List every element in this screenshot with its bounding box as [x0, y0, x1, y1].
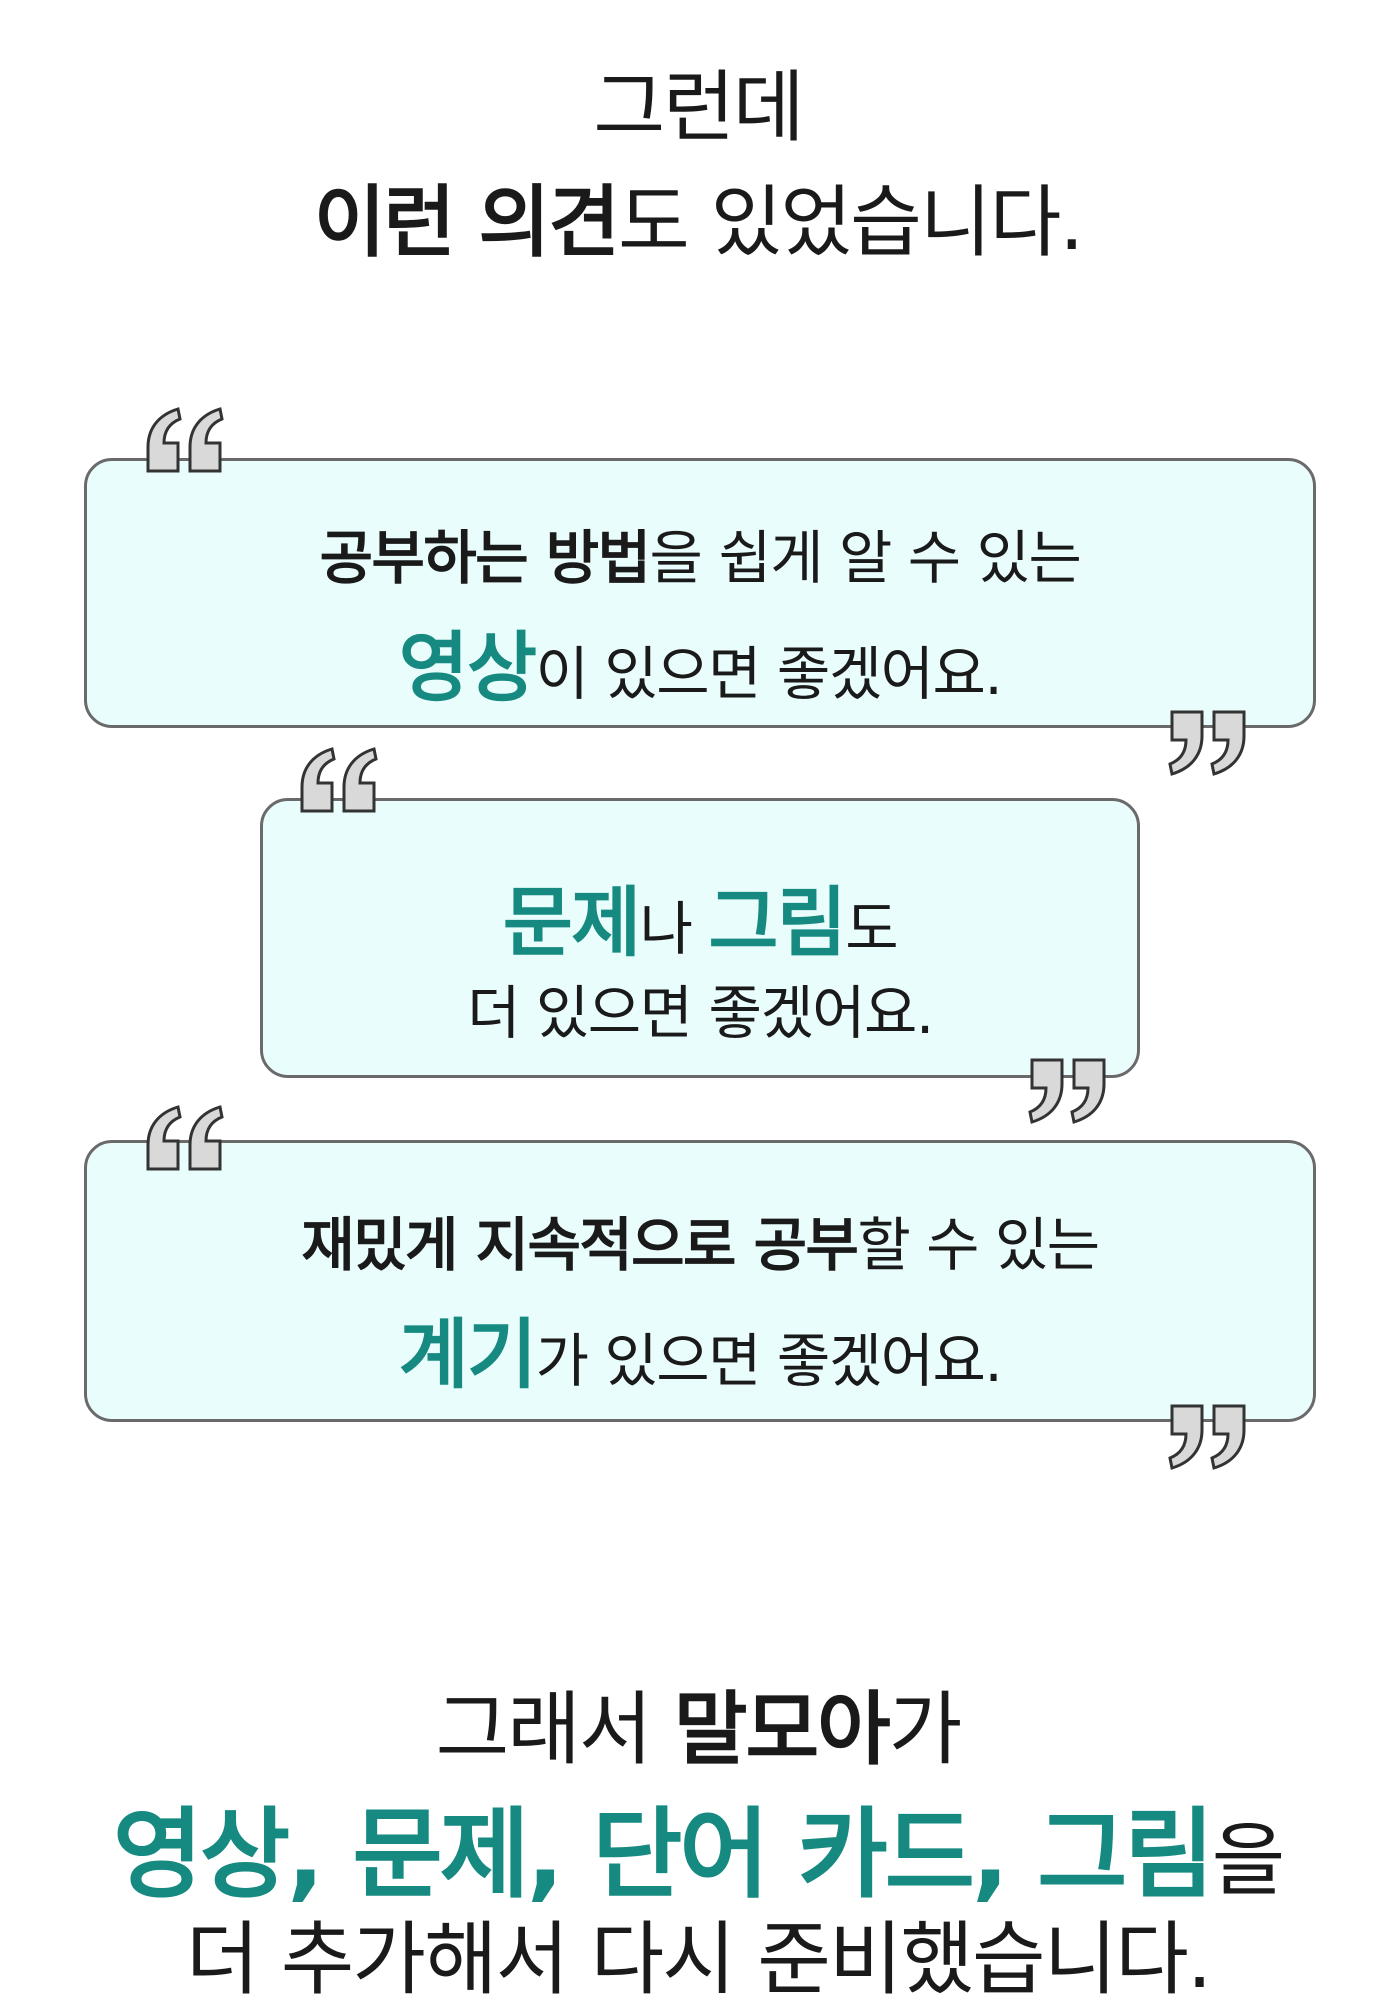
quote-3-teal: 계기 [398, 1310, 537, 1399]
close-quote-icon [1168, 710, 1246, 776]
close-quote-icon [1168, 1404, 1246, 1470]
open-quote-icon [146, 1105, 224, 1171]
quote-1-line-1: 공부하는 방법을 쉽게 알 수 있는 [87, 511, 1313, 595]
bottom-line-3-text: 더 추가해서 다시 준비했습니다. [185, 1913, 1213, 2006]
bottom-post: 가 [888, 1683, 963, 1776]
quote-box-1: 공부하는 방법을 쉽게 알 수 있는 영상이 있으면 좋겠어요. [84, 458, 1316, 728]
quote-1-bold: 공부하는 방법 [319, 524, 651, 592]
quote-2-line-1: 문제나 그림도 [263, 861, 1137, 971]
quote-3-line-1: 재밌게 지속적으로 공부할 수 있는 [87, 1198, 1313, 1282]
quote-3-rest-2: 가 있으면 좋겠어요. [535, 1327, 1003, 1395]
open-quote-icon [146, 407, 224, 473]
bottom-line-1: 그래서 말모아가 [0, 1665, 1396, 1781]
quote-2-end: 도 [845, 895, 898, 963]
brand-name: 말모아 [673, 1683, 891, 1776]
quote-2-teal-b: 그림 [708, 878, 846, 967]
heading-rest-text: 도 있었습니다. [618, 178, 1084, 268]
bottom-pre: 그래서 [435, 1683, 674, 1776]
quote-3-rest: 할 수 있는 [857, 1211, 1100, 1279]
quote-2-teal-a: 문제 [502, 878, 641, 967]
bottom-rest: 을 [1211, 1814, 1286, 1907]
quote-2-text: 더 있으면 좋겠어요. [467, 979, 934, 1047]
quote-box-3: 재밌게 지속적으로 공부할 수 있는 계기가 있으면 좋겠어요. [84, 1140, 1316, 1422]
bottom-teal: 영상, 문제, 단어 카드, 그림 [112, 1798, 1215, 1912]
quote-3-line-2: 계기가 있으면 좋겠어요. [87, 1293, 1313, 1403]
close-quote-icon [1028, 1058, 1106, 1124]
bottom-line-2: 영상, 문제, 단어 카드, 그림을 [0, 1775, 1396, 1917]
quote-1-teal: 영상 [398, 623, 537, 712]
bottom-line-3: 더 추가해서 다시 준비했습니다. [0, 1895, 1396, 2011]
quote-1-rest-2: 이 있으면 좋겠어요. [535, 640, 1003, 708]
heading-line-2: 이런 의견도 있었습니다. [0, 160, 1396, 272]
heading-text: 그런데 [593, 63, 804, 153]
open-quote-icon [300, 747, 378, 813]
quote-2-mid: 나 [639, 895, 709, 963]
heading-bold-text: 이런 의견 [313, 178, 620, 268]
quote-1-line-2: 영상이 있으면 좋겠어요. [87, 606, 1313, 716]
quote-1-rest: 을 쉽게 알 수 있는 [649, 524, 1082, 592]
quote-2-line-2: 더 있으면 좋겠어요. [263, 966, 1137, 1050]
quote-box-2: 문제나 그림도 더 있으면 좋겠어요. [260, 798, 1140, 1078]
heading-line-1: 그런데 [0, 45, 1396, 157]
quote-3-bold: 재밌게 지속적으로 공부 [301, 1211, 859, 1279]
